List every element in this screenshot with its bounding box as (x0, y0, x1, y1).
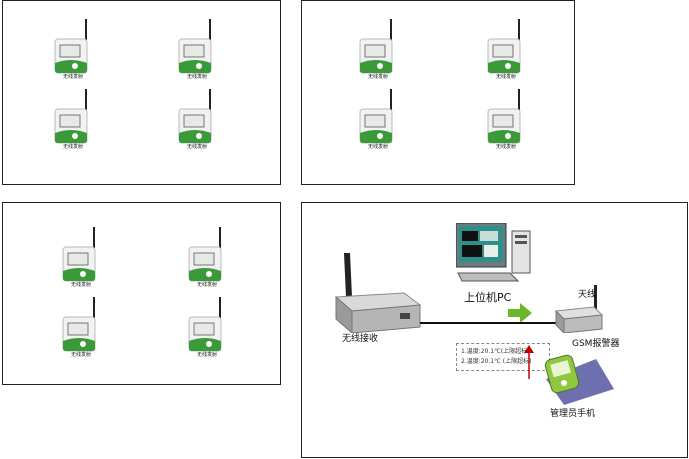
green-arrow-icon (508, 303, 532, 323)
wireless-sensor: 无线发射 (61, 297, 101, 358)
temperature-sensor-icon (178, 19, 212, 74)
wireless-sensor: 无线发射 (187, 297, 227, 358)
gsm-alarm-icon (554, 285, 604, 333)
sensor-label: 无线发射 (367, 144, 388, 150)
connection-cable-icon (420, 322, 560, 324)
wireless-sensor: 无线发射 (177, 19, 217, 80)
temperature-sensor-icon (188, 297, 222, 352)
sensor-label: 无线发射 (495, 144, 516, 150)
sensor-label: 无线发射 (186, 144, 207, 150)
temperature-sensor-icon (359, 19, 393, 74)
temperature-sensor-icon (487, 19, 521, 74)
sensor-label: 无线发射 (196, 352, 217, 358)
sensor-label: 无线发射 (62, 74, 83, 80)
red-arrow-icon (524, 345, 534, 379)
sensor-group-panel-1: 无线发射 无线发射 无线发射 无线发射 (2, 0, 281, 185)
mobile-phone-icon (544, 354, 614, 405)
reading-line: 2.温度:20.1℃ (上限超标) (461, 358, 532, 365)
temperature-sensor-icon (54, 89, 88, 144)
temperature-sensor-icon (188, 227, 222, 282)
wireless-sensor: 无线发射 (177, 89, 217, 150)
wireless-receiver-icon (334, 253, 422, 333)
temperature-sensor-icon (54, 19, 88, 74)
sensor-label: 无线发射 (70, 282, 91, 288)
wireless-sensor: 无线发射 (486, 89, 526, 150)
pc-label: 上位机PC (464, 291, 512, 304)
wireless-sensor: 无线发射 (187, 227, 227, 288)
antenna-label: 天线 (578, 290, 597, 300)
temperature-sensor-icon (487, 89, 521, 144)
wireless-sensor: 无线发射 (53, 19, 93, 80)
sensor-label: 无线发射 (186, 74, 207, 80)
gateway-diagram-panel: 无线接收 上位机PC 天线 GSM报警器 1.温度:20.1℃(上限超标) 2.… (301, 202, 688, 458)
reading-line: 1.温度:20.1℃(上限超标) (461, 348, 530, 355)
sensor-label: 无线发射 (367, 74, 388, 80)
sensor-label: 无线发射 (495, 74, 516, 80)
wireless-sensor: 无线发射 (358, 89, 398, 150)
phone-label: 管理员手机 (550, 409, 596, 419)
alarm-readings-box: 1.温度:20.1℃(上限超标) 2.温度:20.1℃ (上限超标) (456, 343, 550, 371)
temperature-sensor-icon (178, 89, 212, 144)
alarm-label: GSM报警器 (572, 339, 620, 349)
receiver-label: 无线接收 (342, 334, 379, 344)
temperature-sensor-icon (359, 89, 393, 144)
desktop-pc-icon (456, 223, 531, 282)
sensor-group-panel-2: 无线发射 无线发射 无线发射 无线发射 (301, 0, 575, 185)
sensor-label: 无线发射 (196, 282, 217, 288)
temperature-sensor-icon (62, 297, 96, 352)
wireless-sensor: 无线发射 (486, 19, 526, 80)
temperature-sensor-icon (62, 227, 96, 282)
sensor-label: 无线发射 (70, 352, 91, 358)
sensor-label: 无线发射 (62, 144, 83, 150)
wireless-sensor: 无线发射 (61, 227, 101, 288)
wireless-sensor: 无线发射 (53, 89, 93, 150)
sensor-group-panel-3: 无线发射 无线发射 无线发射 无线发射 (2, 202, 281, 385)
wireless-sensor: 无线发射 (358, 19, 398, 80)
